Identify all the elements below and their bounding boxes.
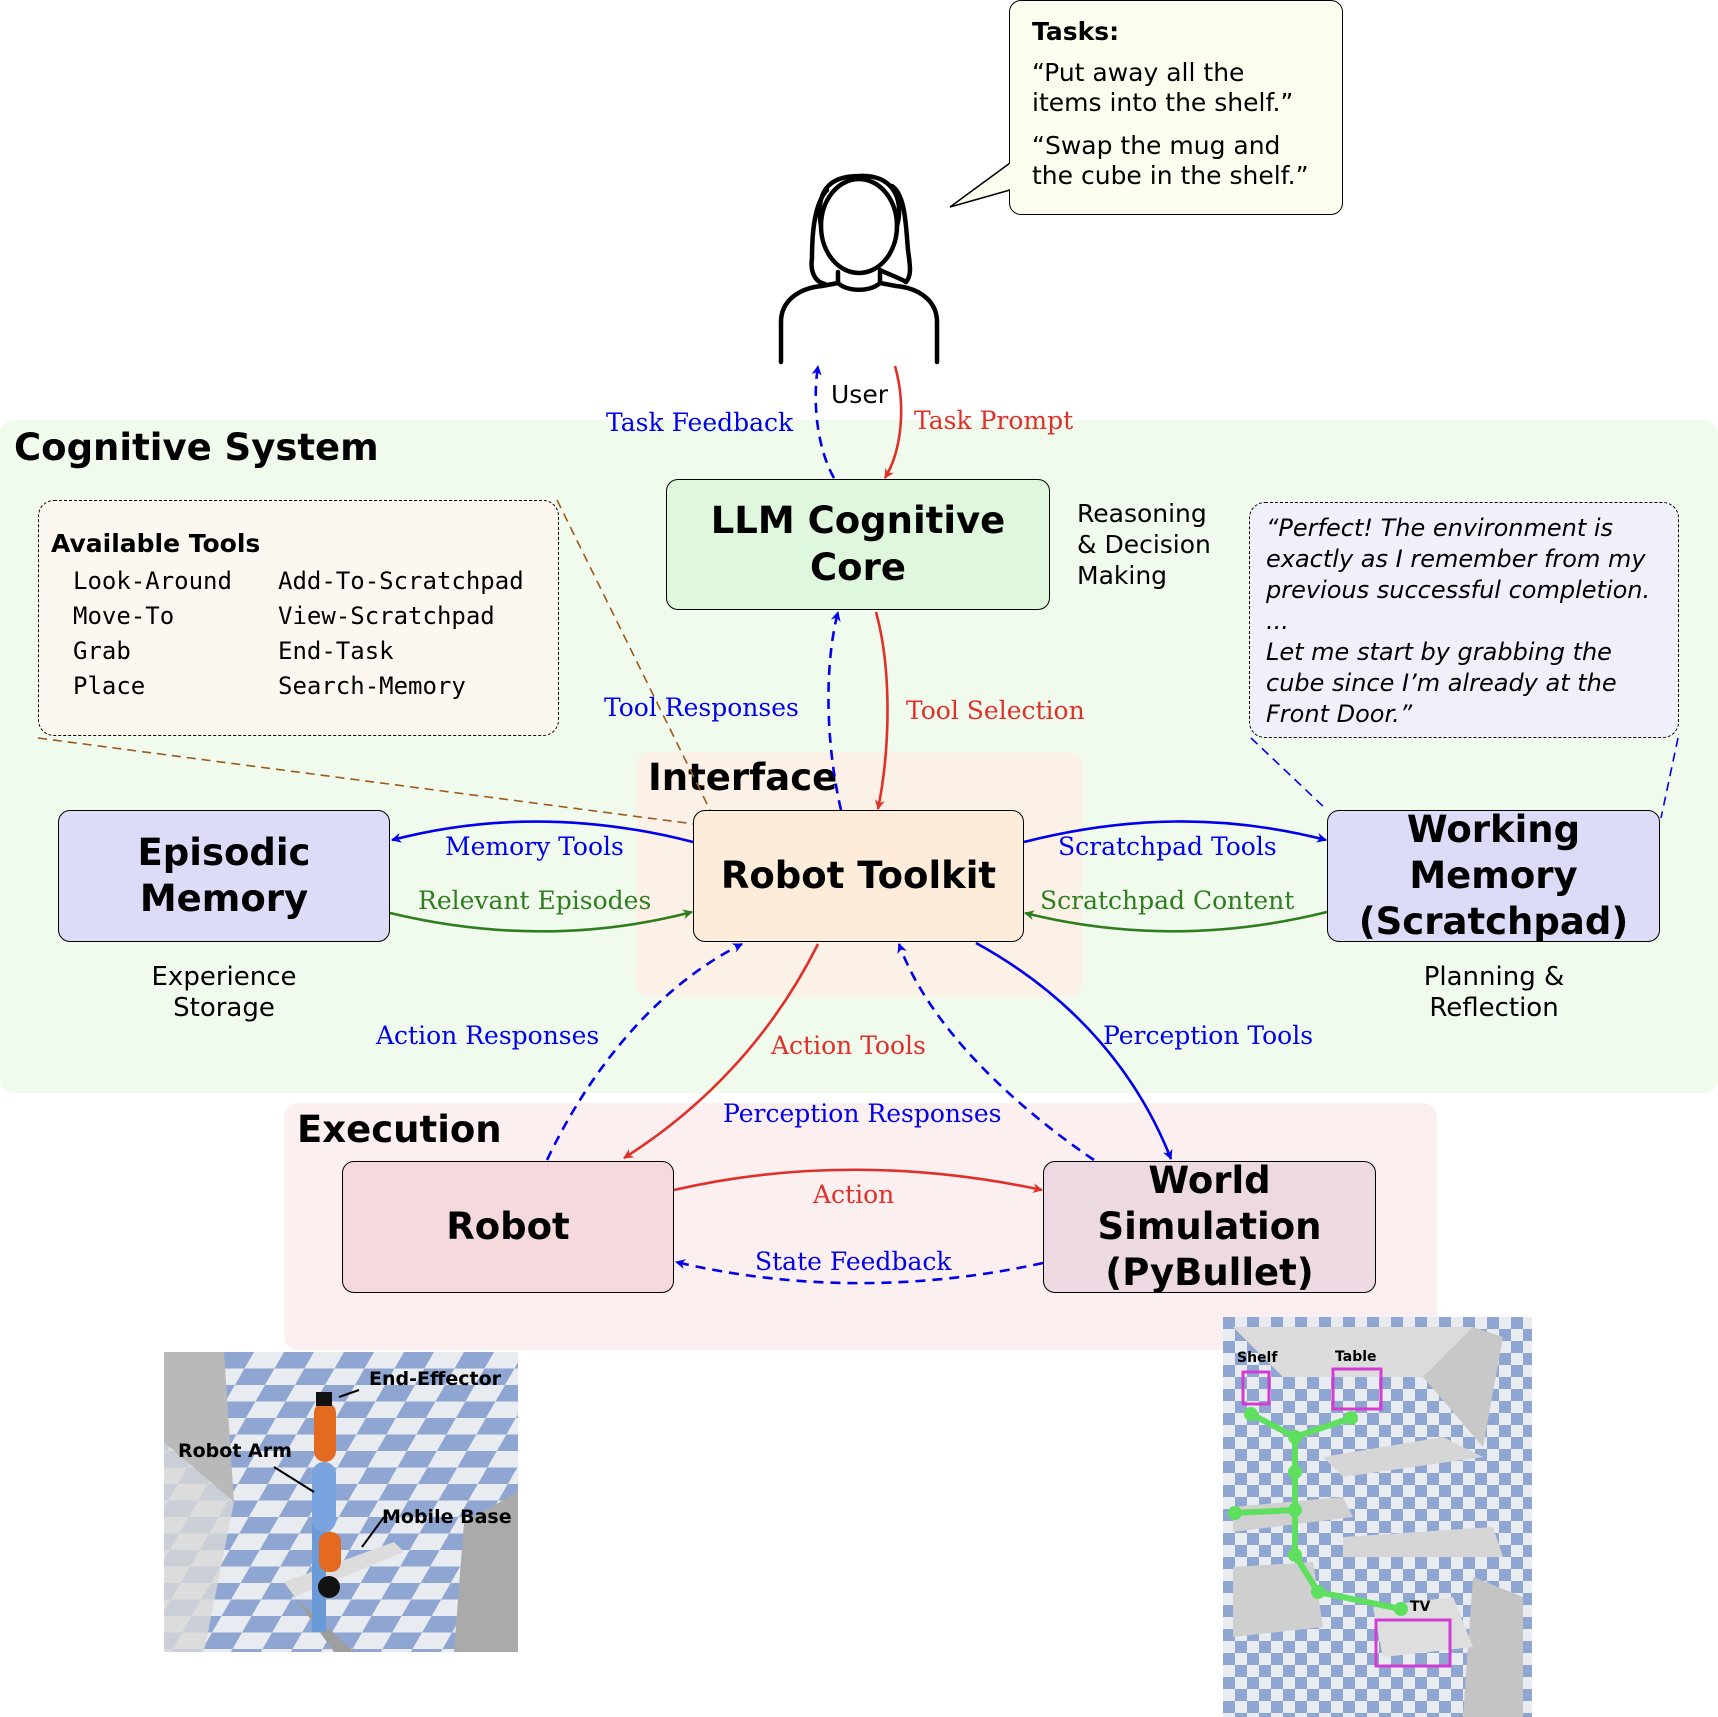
label-perception-tools: Perception Tools: [1103, 1021, 1314, 1050]
thought-line: Let me start by grabbing the: [1266, 638, 1612, 666]
edge-action-tools: [623, 943, 820, 1160]
label-action-responses: Action Responses: [376, 1021, 600, 1050]
thought-line: previous successful completion.: [1266, 576, 1651, 604]
label-tool-selection: Tool Selection: [906, 696, 1085, 725]
label-action-tools: Action Tools: [771, 1031, 926, 1060]
tasks-bubble: Tasks: “Put away all the items into the …: [1009, 0, 1343, 215]
robot-node: Robot: [342, 1161, 674, 1293]
label-scratchpad-content: Scratchpad Content: [1040, 886, 1295, 915]
available-tools-title: Available Tools: [51, 529, 261, 558]
working-memory-label: Working Memory: [1406, 807, 1581, 897]
llm-note: Reasoning & Decision Making: [1077, 498, 1211, 591]
label-state-feedback: State Feedback: [755, 1247, 952, 1276]
edge-tool-selection: [874, 611, 889, 810]
label-action: Action: [813, 1180, 895, 1209]
edge-action-responses: [545, 942, 743, 1161]
edge-scratchpad-tools: [1023, 820, 1327, 844]
thought-line: exactly as I remember from my: [1266, 545, 1646, 573]
edge-task-feedback: [811, 365, 836, 479]
working-memory-sublabel: (Scratchpad): [1358, 900, 1629, 944]
tool-search-memory: Search-Memory: [278, 672, 466, 700]
tool-view-scratchpad: View-Scratchpad: [278, 602, 495, 630]
label-memory-tools: Memory Tools: [445, 832, 624, 861]
tool-look-around: Look-Around: [73, 567, 232, 595]
working-note: Planning & Reflection: [1394, 962, 1594, 1023]
llm-cognitive-core-label: LLM Cognitive Core: [710, 499, 1006, 589]
episodic-note-line: Storage: [173, 992, 275, 1023]
llm-note-line: Making: [1077, 561, 1168, 590]
robot-label: Robot: [446, 1204, 570, 1248]
robot-render-image: End-Effector Robot Arm Mobile Base: [164, 1352, 518, 1652]
thought-box: “Perfect! The environment is exactly as …: [1249, 502, 1679, 738]
tool-add-to-scratchpad: Add-To-Scratchpad: [278, 567, 524, 595]
thought-line: Front Door.”: [1266, 700, 1413, 728]
available-tools-box: Available Tools Look-Around Move-To Grab…: [38, 500, 559, 736]
robot-render-drawing: [164, 1352, 518, 1652]
tasks-title: Tasks:: [1032, 17, 1120, 46]
label-scratchpad-tools: Scratchpad Tools: [1058, 832, 1277, 861]
llm-cognitive-core-node: LLM Cognitive Core: [666, 479, 1050, 610]
label-robot-arm: Robot Arm: [178, 1440, 292, 1462]
edge-task-prompt: [883, 365, 903, 479]
thought-line: “Perfect! The environment is: [1266, 514, 1614, 542]
execution-title: Execution: [297, 1108, 502, 1151]
world-simulation-label: World Simulation: [1097, 1158, 1322, 1248]
sim-render-drawing: [1223, 1317, 1532, 1717]
label-end-effector: End-Effector: [369, 1368, 502, 1390]
thought-line: ...: [1266, 607, 1289, 635]
edge-memory-tools: [391, 820, 694, 844]
llm-note-line: Reasoning: [1077, 499, 1207, 528]
robot-toolkit-label: Robot Toolkit: [720, 853, 997, 897]
tool-grab: Grab: [73, 637, 131, 665]
robot-toolkit-node: Robot Toolkit: [693, 810, 1024, 942]
edge-tool-responses: [827, 611, 843, 811]
edge-scratchpad-content: [1024, 910, 1328, 933]
task-item: “Swap the mug and the cube in the shelf.…: [1032, 130, 1309, 191]
label-relevant-episodes: Relevant Episodes: [418, 886, 652, 915]
working-memory-node: Working Memory (Scratchpad): [1327, 807, 1660, 944]
edge-perception-responses: [897, 943, 1095, 1162]
episodic-note: Experience Storage: [124, 962, 324, 1023]
label-tool-responses: Tool Responses: [604, 693, 799, 722]
episodic-memory-label: Episodic Memory: [137, 830, 311, 920]
tool-end-task: End-Task: [278, 637, 394, 665]
episodic-note-line: Experience: [151, 962, 297, 992]
world-simulation-node: World Simulation (PyBullet): [1043, 1158, 1376, 1295]
label-table: Table: [1335, 1349, 1377, 1365]
label-shelf: Shelf: [1237, 1350, 1278, 1366]
sim-render-image: Shelf Table TV: [1223, 1317, 1532, 1717]
label-perception-responses: Perception Responses: [723, 1099, 1002, 1128]
label-tv: TV: [1410, 1599, 1431, 1615]
thought-line: cube since I’m already at the: [1266, 669, 1617, 697]
tool-move-to: Move-To: [73, 602, 175, 630]
working-note-line: Planning &: [1423, 962, 1565, 992]
episodic-memory-node: Episodic Memory: [58, 810, 390, 942]
label-mobile-base: Mobile Base: [382, 1506, 512, 1528]
label-task-prompt: Task Prompt: [914, 406, 1074, 435]
llm-note-line: & Decision: [1077, 530, 1211, 559]
tool-place: Place: [73, 672, 146, 700]
world-simulation-sublabel: (PyBullet): [1105, 1251, 1314, 1295]
interface-title: Interface: [648, 756, 838, 799]
working-note-line: Reflection: [1429, 992, 1559, 1023]
cognitive-system-title: Cognitive System: [14, 426, 379, 469]
task-item: “Put away all the items into the shelf.”: [1032, 57, 1294, 118]
edge-action: [673, 1168, 1043, 1194]
edge-perception-tools: [975, 941, 1173, 1160]
label-task-feedback: Task Feedback: [606, 408, 794, 437]
edge-relevant-episodes: [389, 909, 693, 933]
user-label: User: [831, 380, 888, 409]
